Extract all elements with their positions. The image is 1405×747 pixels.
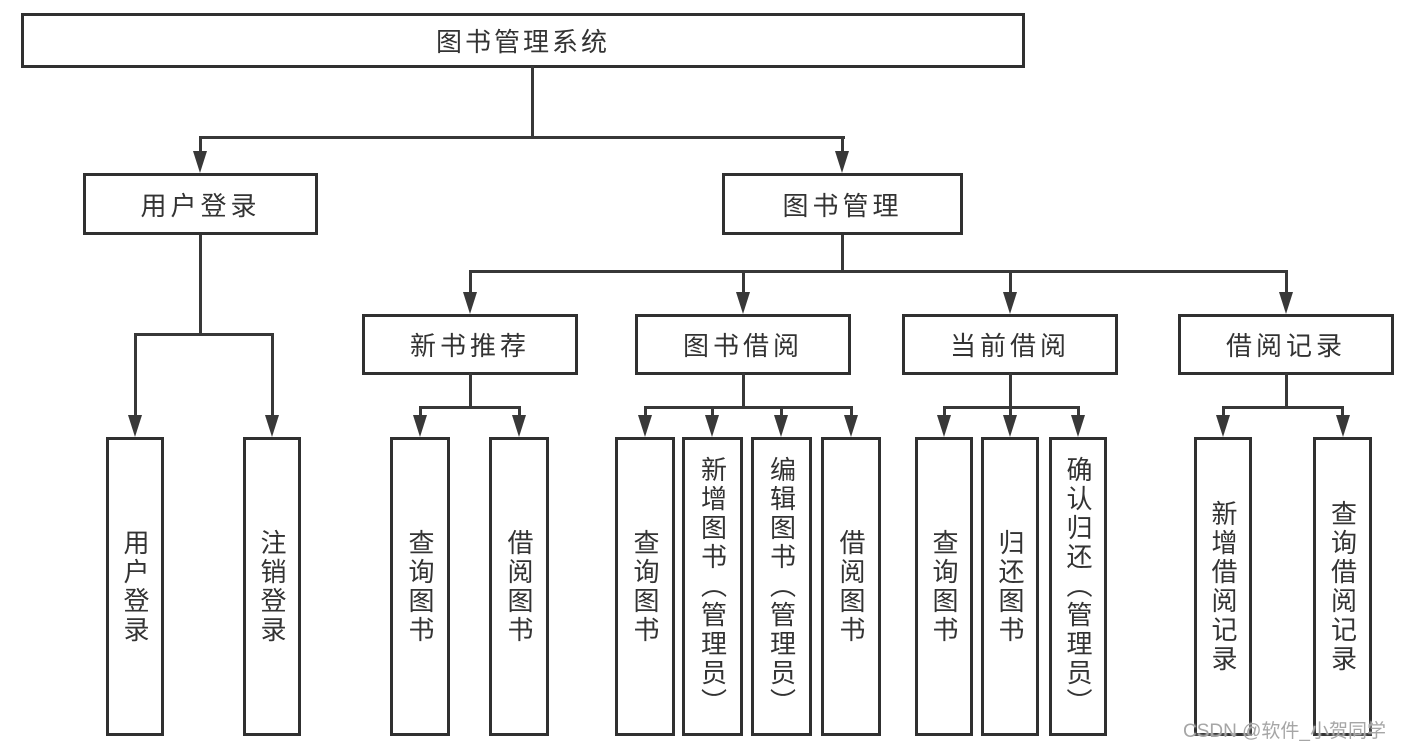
arrow-head xyxy=(844,415,858,437)
node-label: 图书管理系统 xyxy=(435,27,610,57)
arrow-head xyxy=(1336,415,1350,437)
leaf-borrow-query-book: 查询图书 xyxy=(615,437,675,736)
leaf-label: 新增借阅记录 xyxy=(1208,499,1238,674)
arrow-head xyxy=(1003,292,1017,314)
node-library-system: 图书管理系统 xyxy=(21,13,1025,68)
node-label: 新书推荐 xyxy=(409,331,530,361)
leaf-label: 确认归还（管理员） xyxy=(1063,456,1093,717)
leaf-borrow-edit-book-admin: 编辑图书（管理员） xyxy=(751,437,812,736)
leaf-records-add-record: 新增借阅记录 xyxy=(1194,437,1252,736)
leaf-current-confirm-return-admin: 确认归还（管理员） xyxy=(1049,437,1107,736)
connector-line xyxy=(419,406,521,409)
leaf-label: 查询图书 xyxy=(405,528,435,645)
connector-line xyxy=(780,406,783,418)
connector-line xyxy=(943,406,946,418)
connector-line xyxy=(742,270,745,294)
node-label: 图书借阅 xyxy=(682,331,803,361)
arrow-head xyxy=(937,415,951,437)
node-label: 用户登录 xyxy=(140,190,261,221)
arrow-head xyxy=(1279,292,1293,314)
watermark: CSDN @软件_小贺同学 xyxy=(1183,721,1386,742)
leaf-label: 借阅图书 xyxy=(504,528,534,645)
leaf-label: 借阅图书 xyxy=(836,528,866,645)
connector-line xyxy=(841,136,844,153)
arrow-head xyxy=(1216,415,1230,437)
connector-line xyxy=(1009,406,1012,418)
node-user-login: 用户登录 xyxy=(83,173,318,235)
node-label: 借阅记录 xyxy=(1225,331,1346,361)
node-current-borrow: 当前借阅 xyxy=(902,314,1118,375)
node-label: 当前借阅 xyxy=(949,331,1070,361)
arrow-head xyxy=(835,151,849,173)
arrow-head xyxy=(736,292,750,314)
leaf-label: 新增图书（管理员） xyxy=(697,456,728,717)
arrow-head xyxy=(512,415,526,437)
connector-line xyxy=(1222,406,1344,409)
connector-line xyxy=(469,373,472,409)
connector-line xyxy=(850,406,853,418)
leaf-current-query-book: 查询图书 xyxy=(915,437,973,736)
connector-line xyxy=(1009,270,1012,294)
leaf-newbook-borrow-book: 借阅图书 xyxy=(489,437,549,736)
arrow-head xyxy=(1003,415,1017,437)
connector-line xyxy=(531,66,534,138)
connector-line xyxy=(199,136,845,139)
arrow-head xyxy=(774,415,788,437)
arrow-head xyxy=(463,292,477,314)
connector-line xyxy=(271,333,274,418)
leaf-label: 归还图书 xyxy=(995,528,1025,645)
leaf-label: 编辑图书（管理员） xyxy=(766,456,797,717)
connector-line xyxy=(742,373,745,409)
connector-line xyxy=(199,235,202,335)
connector-line xyxy=(518,406,521,418)
connector-line xyxy=(1222,406,1225,418)
connector-line xyxy=(841,235,844,273)
connector-line xyxy=(1341,406,1344,418)
node-book-management: 图书管理 xyxy=(722,173,963,235)
connector-line xyxy=(1285,270,1288,294)
connector-line xyxy=(711,406,714,418)
arrow-head xyxy=(128,415,142,437)
connector-line xyxy=(199,136,202,153)
connector-line xyxy=(1285,373,1288,409)
connector-line xyxy=(644,406,853,409)
node-label: 图书管理 xyxy=(782,190,903,221)
leaf-borrow-add-book-admin: 新增图书（管理员） xyxy=(682,437,743,736)
leaf-label: 查询图书 xyxy=(929,528,959,645)
node-book-borrow: 图书借阅 xyxy=(635,314,851,375)
leaf-user-login: 用户登录 xyxy=(106,437,164,736)
leaf-label: 查询图书 xyxy=(630,528,660,645)
connector-line xyxy=(1077,406,1080,418)
connector-line xyxy=(134,333,137,418)
leaf-logout-login: 注销登录 xyxy=(243,437,301,736)
connector-line xyxy=(469,270,472,294)
leaf-newbook-query-book: 查询图书 xyxy=(390,437,450,736)
arrow-head xyxy=(265,415,279,437)
leaf-current-return-book: 归还图书 xyxy=(981,437,1039,736)
connector-line xyxy=(644,406,647,418)
connector-line xyxy=(419,406,422,418)
arrow-head xyxy=(705,415,719,437)
arrow-head xyxy=(413,415,427,437)
leaf-records-query-record: 查询借阅记录 xyxy=(1313,437,1372,736)
arrow-head xyxy=(638,415,652,437)
arrow-head xyxy=(1071,415,1085,437)
arrow-head xyxy=(193,151,207,173)
connector-line xyxy=(469,270,1288,273)
leaf-label: 用户登录 xyxy=(120,528,150,645)
connector-line xyxy=(134,333,274,336)
leaf-borrow-borrow-book: 借阅图书 xyxy=(821,437,881,736)
node-borrow-records: 借阅记录 xyxy=(1178,314,1394,375)
node-new-book-recommend: 新书推荐 xyxy=(362,314,578,375)
leaf-label: 查询借阅记录 xyxy=(1327,499,1358,674)
leaf-label: 注销登录 xyxy=(257,528,287,645)
connector-line xyxy=(1009,373,1012,409)
